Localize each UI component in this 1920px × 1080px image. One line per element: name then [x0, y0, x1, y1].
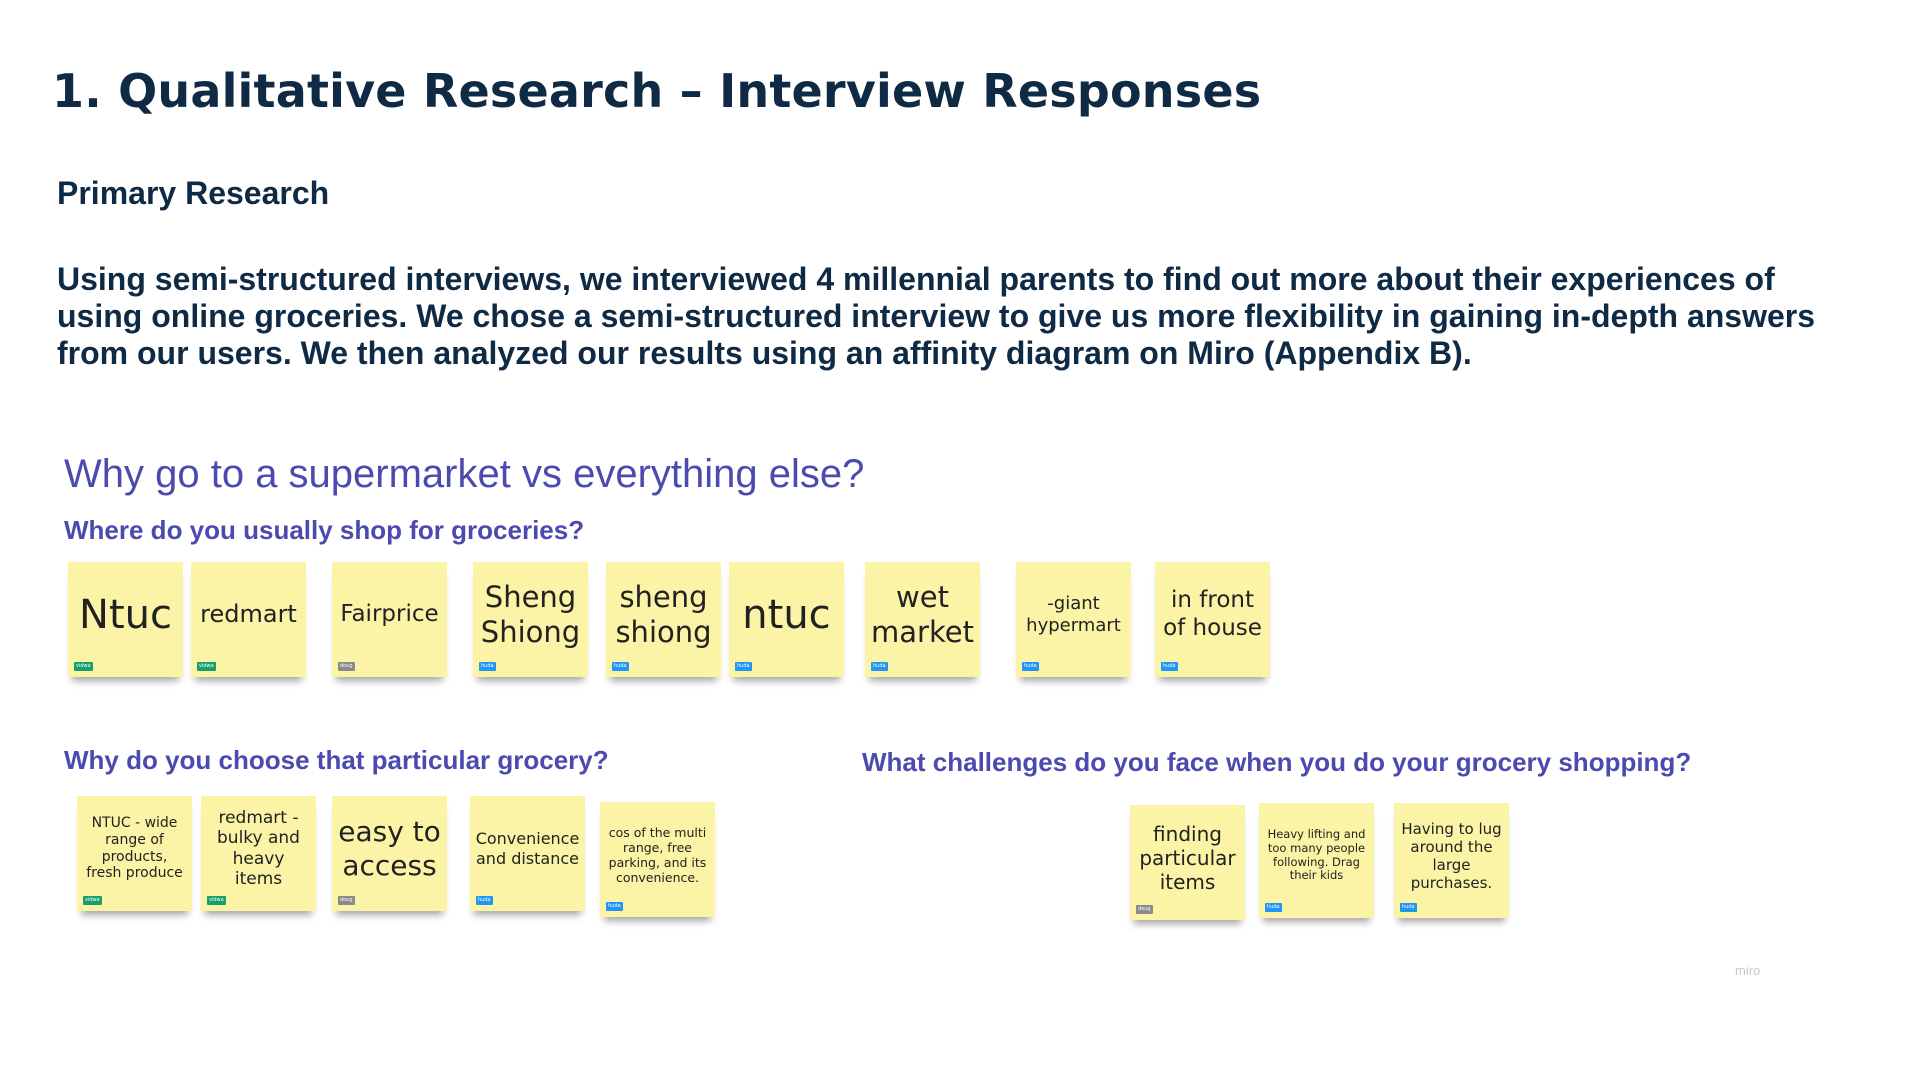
- sticky-note[interactable]: ntuc huda: [729, 562, 844, 677]
- miro-watermark: miro: [1735, 963, 1761, 978]
- sticky-note-text: finding particular items: [1139, 821, 1236, 894]
- sticky-note[interactable]: redmart - bulky and heavy items vidwa: [201, 796, 316, 911]
- slide-title: 1. Qualitative Research – Interview Resp…: [52, 64, 1262, 118]
- author-tag: vidwa: [83, 896, 102, 905]
- sticky-note[interactable]: Fairprice doug: [332, 562, 447, 677]
- author-tag: huda: [1161, 662, 1178, 671]
- sticky-note[interactable]: finding particular items doug: [1130, 805, 1245, 920]
- author-tag: huda: [1400, 903, 1417, 912]
- sticky-note[interactable]: easy to access doug: [332, 796, 447, 911]
- sticky-note-text: cos of the multi range, free parking, an…: [608, 824, 707, 885]
- question-why-choose: Why do you choose that particular grocer…: [64, 745, 609, 775]
- section-subtitle: Primary Research: [57, 175, 330, 211]
- author-tag: huda: [1022, 662, 1039, 671]
- sticky-note-text: NTUC - wide range of products, fresh pro…: [86, 814, 183, 882]
- sticky-note[interactable]: Ntuc vidwa: [68, 562, 183, 677]
- sticky-note-text: in front of house: [1163, 586, 1262, 641]
- sticky-note-text: -giant hypermart: [1026, 592, 1121, 636]
- author-tag: huda: [871, 662, 888, 671]
- sticky-note[interactable]: cos of the multi range, free parking, an…: [600, 802, 715, 917]
- sticky-note-text: Convenience and distance: [475, 829, 580, 868]
- author-tag: vidwa: [74, 662, 93, 671]
- board-heading: Why go to a supermarket vs everything el…: [64, 452, 865, 496]
- sticky-note[interactable]: sheng shiong huda: [606, 562, 721, 677]
- author-tag: doug: [338, 662, 355, 671]
- sticky-note[interactable]: wet market huda: [865, 562, 980, 677]
- author-tag: vidwa: [207, 896, 226, 905]
- author-tag: huda: [479, 662, 496, 671]
- sticky-note-text: Heavy lifting and too many people follow…: [1267, 826, 1366, 883]
- question-challenges: What challenges do you face when you do …: [862, 747, 1692, 777]
- sticky-note[interactable]: Convenience and distance huda: [470, 796, 585, 911]
- author-tag: vidwa: [197, 662, 216, 671]
- sticky-note-text: redmart - bulky and heavy items: [217, 807, 300, 889]
- sticky-note[interactable]: Sheng Shiong huda: [473, 562, 588, 677]
- sticky-note-text: redmart: [200, 600, 297, 629]
- sticky-note-text: ntuc: [742, 591, 831, 638]
- sticky-note[interactable]: -giant hypermart huda: [1016, 562, 1131, 677]
- sticky-note[interactable]: redmart vidwa: [191, 562, 306, 677]
- author-tag: doug: [1136, 905, 1153, 914]
- sticky-note-text: wet market: [871, 579, 974, 649]
- sticky-note-text: sheng shiong: [615, 579, 712, 649]
- author-tag: huda: [476, 896, 493, 905]
- author-tag: huda: [735, 662, 752, 671]
- author-tag: doug: [338, 896, 355, 905]
- sticky-note[interactable]: in front of house huda: [1155, 562, 1270, 677]
- sticky-note-text: easy to access: [338, 814, 441, 882]
- author-tag: huda: [606, 902, 623, 911]
- sticky-note-text: Sheng Shiong: [480, 579, 581, 649]
- sticky-note[interactable]: Having to lug around the large purchases…: [1394, 803, 1509, 918]
- sticky-note-text: Ntuc: [79, 591, 172, 638]
- author-tag: huda: [612, 662, 629, 671]
- sticky-note-text: Fairprice: [340, 600, 439, 627]
- body-paragraph: Using semi-structured interviews, we int…: [57, 261, 1816, 371]
- sticky-note[interactable]: NTUC - wide range of products, fresh pro…: [77, 796, 192, 911]
- author-tag: huda: [1265, 903, 1282, 912]
- sticky-note[interactable]: Heavy lifting and too many people follow…: [1259, 803, 1374, 918]
- question-where-shop: Where do you usually shop for groceries?: [64, 515, 585, 545]
- sticky-note-text: Having to lug around the large purchases…: [1401, 819, 1502, 892]
